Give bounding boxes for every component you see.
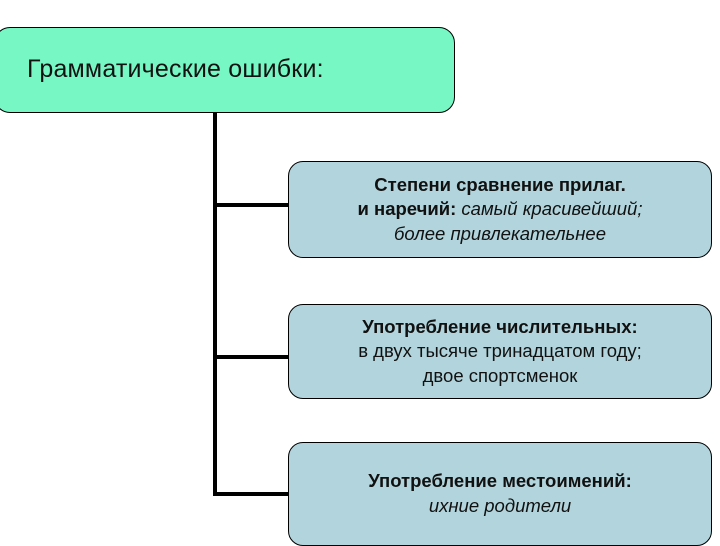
box3-heading: Употребление местоимений: <box>368 470 632 492</box>
box1-line-2: и наречий: самый красивейший; <box>299 197 701 221</box>
box1-example-2: более привлекательнее <box>394 222 606 244</box>
title-box[interactable]: Грамматические ошибки: <box>0 27 455 113</box>
box2-line-2: в двух тысяче тринадцатом году; <box>299 339 701 364</box>
box1-example-1: самый красивейший; <box>456 198 643 220</box>
box1-line-3: более привлекательнее <box>299 222 701 246</box>
box1-heading: Степени сравнение прилаг. <box>374 174 626 196</box>
box1-line-1: Степени сравнение прилаг. <box>299 173 701 197</box>
content-box-pronouns[interactable]: Употребление местоимений: ихние родители <box>288 442 712 546</box>
connector-branch-1 <box>213 203 291 207</box>
box1-heading-2: и наречий: <box>357 198 457 220</box>
connector-trunk-line <box>213 111 217 496</box>
title-text: Грамматические ошибки: <box>27 55 324 84</box>
connector-branch-2 <box>213 355 291 359</box>
box3-line-2: ихние родители <box>299 494 701 519</box>
connector-branch-3 <box>213 492 291 496</box>
content-box-comparative-degrees[interactable]: Степени сравнение прилаг. и наречий: сам… <box>288 161 712 258</box>
box2-line-3: двое спортсменок <box>299 364 701 389</box>
box3-line-1: Употребление местоимений: <box>299 469 701 494</box>
content-box-numerals[interactable]: Употребление числительных: в двух тысяче… <box>288 304 712 399</box>
box2-line-1: Употребление числительных: <box>299 315 701 340</box>
box2-example-2: двое спортсменок <box>422 364 578 386</box>
box2-heading: Употребление числительных: <box>362 315 638 337</box>
box3-example-1: ихние родители <box>428 495 572 516</box>
box2-example-1: в двух тысяче тринадцатом году; <box>358 340 642 362</box>
